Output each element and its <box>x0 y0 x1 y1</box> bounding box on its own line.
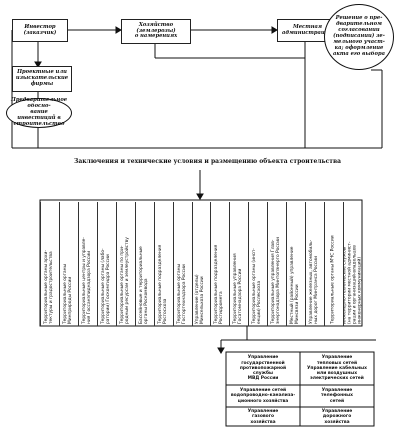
agency-label: Инженерно-технические службы (на террито… <box>343 241 362 324</box>
agency-label: Территориальные центры и управле- ния Го… <box>82 237 92 324</box>
agency-column: Территориальные управления Госатомнадзор… <box>229 202 248 326</box>
agency-label: Территориальные органы архи- тектуры и г… <box>44 250 54 324</box>
agency-column: Территориальные органы по при- родным ре… <box>115 202 135 326</box>
service-cell: Управление дорожного хозяйства <box>321 409 353 425</box>
agency-label: Территориальные органы (лабо- ратории) Г… <box>100 248 111 324</box>
service-cell: Управление тепловых сетей Управление каб… <box>307 355 367 382</box>
agency-column: Территориальные органы (лабо- ратории) Г… <box>96 202 116 326</box>
agency-label: Местный (районный) управление Минсвязи Р… <box>290 246 301 324</box>
agency-column: Бассейновые и территориальные органы Рос… <box>134 202 154 326</box>
service-cell: Управление телефонных сетей <box>321 388 353 404</box>
conclusions-banner: Заключения и технические условия и разме… <box>74 158 342 165</box>
service-cell: Управление газового хозяйства <box>247 409 279 425</box>
agency-column: Местный (районный) управление Минсвязи Р… <box>286 202 305 326</box>
agency-label: Территориальные органы по при- родным ре… <box>119 237 130 324</box>
agency-column: Территориальные органы Госгортехнадзора … <box>172 202 192 326</box>
agency-column: Территориальные центры и управле- ния Го… <box>77 202 97 326</box>
agency-column: Управление (отделы) Минсельхоза России <box>191 202 211 326</box>
service-cell: Управление сетей водопроводно-канализа- … <box>230 388 296 404</box>
agency-column: Территориальные подразделения Росгидроме… <box>210 202 229 326</box>
designers-box: Проектные или изыскательские фирмы <box>12 66 72 92</box>
agency-label: Территориальные органы (инсп- екции) Рос… <box>252 248 263 324</box>
agency-label: Территориальные органы МЧС России <box>330 235 336 324</box>
agency-label: Бассейновые и территориальные органы Рос… <box>138 246 149 324</box>
agency-label: Территориальные подразделения Росгосхоза <box>157 244 168 324</box>
agency-column: Инженерно-технические службы (на террито… <box>343 202 362 326</box>
agency-label: Управление (отделы) Минсельхоза России <box>195 274 206 324</box>
decision-ellipse: Решение о пре- дварительном согласовании… <box>324 4 394 70</box>
agency-column: Территориальные управления Глав- энергон… <box>267 202 286 326</box>
local-admin-box: Местная администрация <box>277 19 338 42</box>
agency-column: Территориальные органы (инсп- екции) Рос… <box>248 202 267 326</box>
service-cell: Управление государственной противопожарн… <box>239 355 287 382</box>
agency-label: Территориальные органы Минприроды России <box>63 263 73 324</box>
prelim-justification-ellipse: Предварительное обосно- вание инвестиций… <box>6 97 72 128</box>
agency-label: Территориальные подразделения Росгидроме… <box>214 244 225 324</box>
agency-label: Территориальные органы Госгортехнадзора … <box>176 263 187 324</box>
agency-label: Территориальные управления Глав- энергон… <box>271 237 282 324</box>
investor-box: Инвестор (заказчик) <box>12 19 68 42</box>
agency-label: Территориальные управления Госатомнадзор… <box>233 253 244 324</box>
owner-box: Хозяйство (землерозы) о намерениях <box>121 19 191 44</box>
agency-column: Территориальные органы МЧС России <box>324 202 343 326</box>
agency-label: Управление железных, автомобиль- ных дор… <box>309 239 320 324</box>
agency-column: Территориальные органы Минприроды России <box>58 202 78 326</box>
agency-column: Территориальные органы архи- тектуры и г… <box>40 202 59 326</box>
agency-column: Территориальные подразделения Росгосхоза <box>153 202 173 326</box>
agency-column: Управление железных, автомобиль- ных дор… <box>305 202 324 326</box>
